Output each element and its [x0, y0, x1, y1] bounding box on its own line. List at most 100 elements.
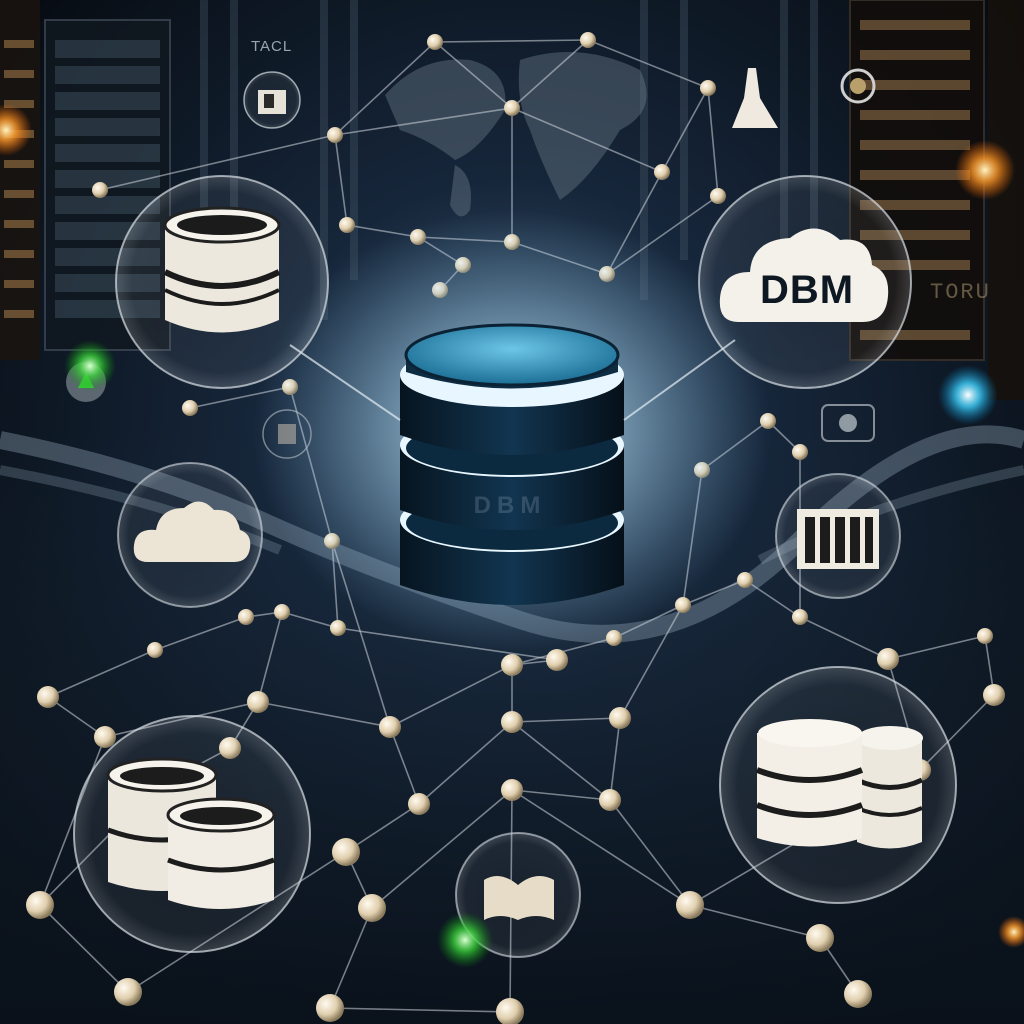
network-node	[501, 654, 523, 676]
book-icon	[484, 876, 554, 920]
camera-icon	[821, 404, 875, 442]
network-node	[806, 924, 834, 952]
network-node	[37, 686, 59, 708]
orange-light	[0, 104, 32, 156]
network-node	[737, 572, 753, 588]
network-node	[700, 80, 716, 96]
network-link	[47, 696, 106, 738]
network-node	[182, 400, 198, 416]
network-link	[613, 604, 684, 639]
network-link	[47, 649, 156, 698]
network-node	[238, 609, 254, 625]
network-node	[609, 707, 631, 729]
cloud-dbm-lens	[698, 175, 912, 389]
badge-icon	[840, 68, 876, 104]
network-link	[39, 904, 129, 993]
network-link	[337, 627, 558, 661]
network-node	[94, 726, 116, 748]
orange-light	[998, 916, 1024, 948]
network-link	[154, 616, 247, 651]
network-node	[977, 628, 993, 644]
server-lens	[775, 473, 901, 599]
network-link	[887, 635, 986, 660]
cloud-icon	[133, 501, 251, 562]
network-node	[675, 597, 691, 613]
settings-icon	[262, 409, 312, 459]
network-link	[689, 904, 821, 939]
database-lens	[115, 175, 329, 389]
tower-icon	[732, 68, 778, 128]
network-node	[792, 609, 808, 625]
network-node	[327, 127, 343, 143]
network-link	[281, 611, 339, 629]
network-node	[504, 100, 520, 116]
central-database-icon	[400, 323, 624, 605]
network-link	[799, 616, 889, 660]
green-light	[437, 912, 493, 968]
network-link	[329, 907, 373, 1009]
network-link	[744, 579, 801, 618]
stacked-database-lens	[73, 715, 311, 953]
network-link	[511, 717, 621, 723]
network-node	[247, 691, 269, 713]
network-link	[334, 134, 348, 226]
network-link	[609, 717, 621, 801]
network-node	[580, 32, 596, 48]
stacked-database-icon	[106, 757, 276, 909]
network-node	[339, 217, 355, 233]
network-link	[609, 799, 691, 906]
network-link	[511, 789, 611, 801]
network-link	[587, 39, 709, 89]
network-node	[710, 188, 726, 204]
user-card-icon	[243, 71, 301, 129]
stacked-database-icon	[755, 719, 924, 849]
network-node	[606, 630, 622, 646]
world-map	[385, 52, 647, 217]
network-link	[418, 721, 513, 805]
network-link	[99, 134, 336, 191]
orange-light	[955, 140, 1015, 200]
network-link	[334, 107, 513, 136]
network-link	[334, 41, 436, 136]
network-node	[654, 164, 670, 180]
database-icon	[163, 206, 281, 333]
network-node	[546, 649, 568, 671]
network-node	[92, 182, 108, 198]
network-node	[501, 779, 523, 801]
network-link	[434, 39, 589, 43]
network-node	[501, 711, 523, 733]
network-link	[434, 41, 513, 109]
network-node	[26, 891, 54, 919]
network-link	[511, 721, 611, 801]
cloud-lens	[117, 462, 263, 608]
network-link	[661, 87, 709, 173]
network-link	[345, 803, 420, 853]
network-node	[274, 604, 290, 620]
network-link	[329, 1007, 511, 1013]
cyan-light	[938, 365, 998, 425]
network-link	[511, 39, 589, 109]
network-node	[599, 789, 621, 811]
data-stream-background	[200, 0, 818, 320]
network-node	[427, 34, 443, 50]
network-node	[676, 891, 704, 919]
network-node	[983, 684, 1005, 706]
network-node	[792, 444, 808, 460]
network-node	[330, 620, 346, 636]
network-link	[682, 579, 746, 606]
lens-connectors	[289, 339, 736, 421]
network-node	[379, 716, 401, 738]
network-node	[496, 998, 524, 1024]
network-node	[147, 642, 163, 658]
network-node	[114, 978, 142, 1006]
network-node	[877, 648, 899, 670]
network-node	[358, 894, 386, 922]
network-link	[257, 611, 283, 703]
network-link	[619, 604, 684, 719]
network-node	[408, 793, 430, 815]
network-link	[389, 726, 420, 805]
network-link	[511, 789, 691, 906]
network-link	[511, 107, 663, 173]
network-node	[332, 838, 360, 866]
